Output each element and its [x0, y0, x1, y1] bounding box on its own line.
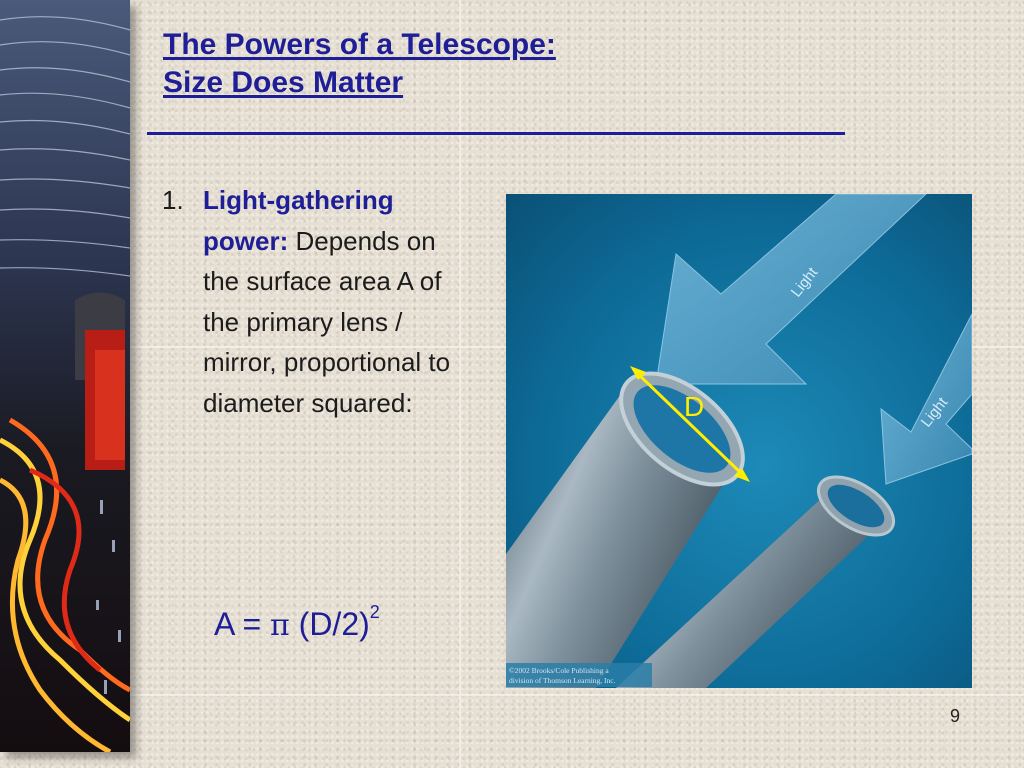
small-telescope	[616, 475, 895, 688]
copyright-line-2: division of Thomson Learning, Inc.	[509, 676, 616, 685]
slide-title: The Powers of a Telescope: Size Does Mat…	[163, 26, 556, 102]
diameter-label: D	[684, 391, 704, 422]
formula-pi: π	[270, 608, 290, 643]
copyright-box	[506, 663, 652, 687]
point-heading: Light-gathering power:	[203, 185, 394, 256]
formula-rhs: (D/2)	[289, 606, 370, 642]
formula-exponent: 2	[369, 602, 380, 622]
area-formula: A = π (D/2)2	[214, 602, 380, 643]
bullet-point-1: 1. Light-gathering power: Depends on the…	[162, 180, 474, 423]
diameter-marker	[630, 366, 750, 482]
title-line-1: The Powers of a Telescope:	[163, 28, 556, 61]
title-divider	[147, 132, 845, 135]
point-number: 1.	[162, 185, 184, 215]
formula-lhs: A =	[214, 606, 271, 642]
light-arrow-small	[880, 313, 972, 485]
decorative-photo-strip	[0, 0, 130, 752]
title-line-2: Size Does Matter	[163, 66, 404, 99]
point-description: Depends on the surface area A of the pri…	[203, 225, 451, 418]
light-arrow-large	[655, 194, 927, 385]
large-telescope	[506, 371, 745, 688]
point-body: Light-gathering power: Depends on the su…	[203, 180, 474, 423]
copyright-line-1: ©2002 Brooks/Cole Publishing a	[509, 666, 609, 675]
page-number: 9	[950, 706, 961, 726]
telescope-illustration: Light Light D ©2002 Brooks/Cole Publishi…	[506, 194, 972, 688]
